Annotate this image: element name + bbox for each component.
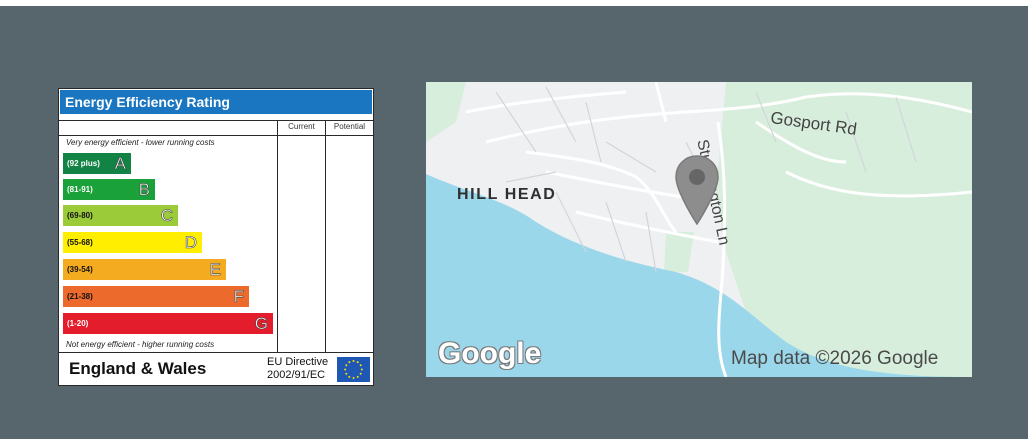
google-logo[interactable]: Google xyxy=(438,337,542,370)
epc-footer: England & Wales EU Directive 2002/91/EC xyxy=(59,353,373,385)
band-letter: D xyxy=(184,233,197,253)
grid-top-line xyxy=(59,120,373,121)
grid-bottom-line xyxy=(59,352,373,353)
eu-directive: EU Directive 2002/91/EC xyxy=(267,356,328,382)
region-label: England & Wales xyxy=(69,359,207,378)
band-d: (55-68) D xyxy=(63,232,202,253)
column-divider-current xyxy=(277,120,278,353)
column-header-potential: Potential xyxy=(333,122,366,131)
column-divider-potential xyxy=(325,120,326,353)
band-letter: B xyxy=(138,180,150,200)
band-c: (69-80) C xyxy=(63,205,178,226)
note-inefficient: Not energy efficient - higher running co… xyxy=(66,340,215,349)
column-header-current: Current xyxy=(288,122,315,131)
band-letter: G xyxy=(254,314,268,334)
band-a: (92 plus) A xyxy=(63,153,131,174)
band-range: (55-68) xyxy=(67,238,93,247)
band-letter: C xyxy=(160,206,173,226)
band-b: (81-91) B xyxy=(63,179,155,200)
map-tiles xyxy=(426,82,972,377)
band-range: (39-54) xyxy=(67,265,93,274)
eu-flag-icon xyxy=(337,357,370,382)
place-label-hill-head: HILL HEAD xyxy=(457,186,557,203)
map-attribution: Map data ©2026 Google xyxy=(731,348,939,369)
band-letter: E xyxy=(209,260,221,280)
band-range: (1-20) xyxy=(67,319,89,328)
directive-line-2: 2002/91/EC xyxy=(267,369,326,381)
band-range: (21-38) xyxy=(67,292,93,301)
energy-efficiency-chart: Energy Efficiency Rating Current Potenti… xyxy=(58,88,374,386)
band-g: (1-20) G xyxy=(63,313,273,334)
band-range: (92 plus) xyxy=(67,159,100,168)
band-letter: F xyxy=(233,287,244,307)
band-letter: A xyxy=(114,154,126,174)
note-efficient: Very energy efficient - lower running co… xyxy=(66,138,215,147)
band-range: (81-91) xyxy=(67,185,93,194)
epc-title: Energy Efficiency Rating xyxy=(60,90,372,114)
header-divider xyxy=(59,135,373,136)
location-map[interactable]: HILL HEAD Gosport Rd Stubbington Ln Goog… xyxy=(426,82,972,377)
band-e: (39-54) E xyxy=(63,259,226,280)
band-f: (21-38) F xyxy=(63,286,249,307)
band-range: (69-80) xyxy=(67,211,93,220)
directive-line-1: EU Directive xyxy=(267,356,329,368)
content-panel: Energy Efficiency Rating Current Potenti… xyxy=(0,6,1028,439)
